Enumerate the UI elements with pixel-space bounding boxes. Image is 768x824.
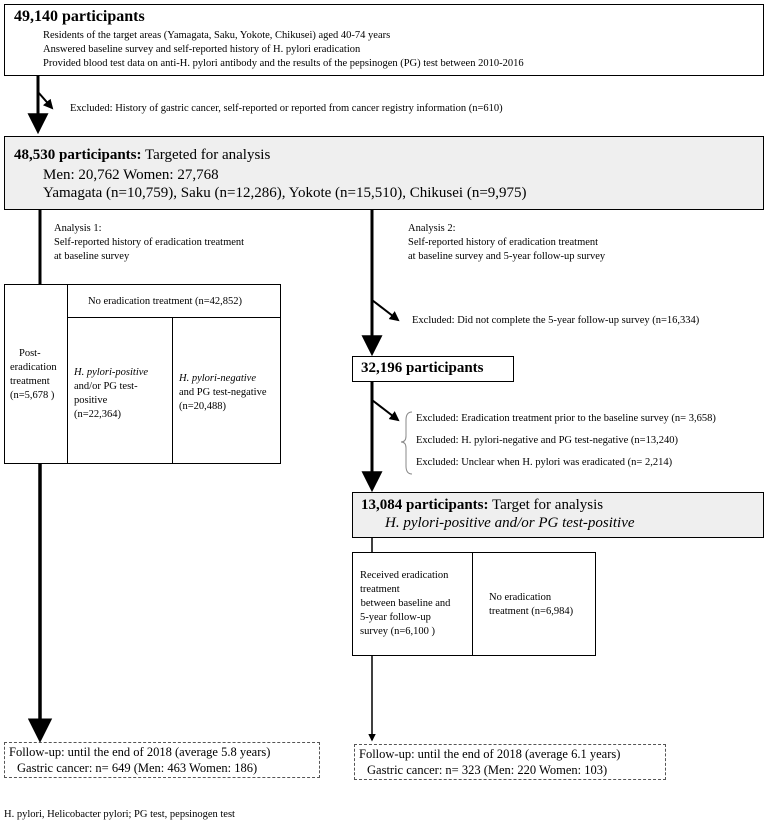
analysis1-heading: Analysis 1: [54, 223, 102, 234]
received-line-1: Received eradication [360, 570, 449, 581]
post-eradication-count: (n=5,678 ) [10, 390, 55, 401]
box-initial-participants: 49,140 participants Residents of the tar… [4, 4, 764, 76]
post-eradication-line-2: eradication [10, 362, 57, 373]
initial-criteria-2: Answered baseline survey and self-report… [43, 44, 361, 55]
targeted-analysis-title: 48,530 participants: Targeted for analys… [14, 147, 270, 164]
excluded-unclear-eradication: Excluded: Unclear when H. pylori was era… [416, 457, 673, 468]
brace-excluded-3 [400, 411, 413, 475]
arrow-excluded-3 [371, 399, 400, 422]
received-line-4: 5-year follow-up [360, 612, 431, 623]
box-hp-negative: H. pylori-negative and PG test-negative … [172, 317, 281, 464]
no-eradication-label: No eradication treatment (n=42,852) [88, 296, 243, 307]
no-eradication-2-count: treatment (n=6,984) [489, 606, 574, 617]
targeted-sex-breakdown: Men: 20,762 Women: 27,768 [43, 167, 219, 183]
excluded-prior-treatment: Excluded: Eradication treatment prior to… [416, 413, 716, 424]
analysis2-text-2: at baseline survey and 5-year follow-up … [408, 251, 606, 262]
received-count: survey (n=6,100 ) [360, 626, 436, 637]
box-no-eradication-2: No eradication treatment (n=6,984) [472, 552, 596, 656]
box-32196-participants: 32,196 participants [352, 356, 514, 382]
arrow-excluded-1 [37, 91, 54, 110]
box-post-eradication: Post- eradication treatment (n=5,678 ) [4, 284, 68, 464]
participants-13084-title: 13,084 participants: Target for analysis [361, 497, 603, 514]
analysis2-heading: Analysis 2: [408, 223, 456, 234]
initial-criteria-3: Provided blood test data on anti-H. pylo… [43, 58, 524, 69]
analysis2-text-1: Self-reported history of eradication tre… [408, 237, 599, 248]
excluded-no-followup: Excluded: Did not complete the 5-year fo… [412, 315, 700, 326]
received-line-2: treatment [360, 584, 400, 595]
analysis1-text-1: Self-reported history of eradication tre… [54, 237, 245, 248]
participants-13084-label: Target for analysis [491, 497, 604, 513]
post-eradication-line-1: Post- [19, 348, 41, 359]
followup-analysis2-cancer: Gastric cancer: n= 323 (Men: 220 Women: … [367, 763, 608, 777]
followup-analysis1-period: Follow-up: until the end of 2018 (averag… [9, 745, 271, 759]
participants-32196-label: 32,196 participants [361, 360, 484, 376]
hp-negative-label: H. pylori-negative [179, 373, 256, 384]
box-targeted-analysis: 48,530 participants: Targeted for analys… [4, 136, 764, 210]
targeted-label: Targeted for analysis [144, 147, 271, 163]
targeted-count: 48,530 participants: [14, 147, 142, 163]
box-received-eradication: Received eradication treatment between b… [352, 552, 473, 656]
participants-13084-count: 13,084 participants: [361, 497, 489, 513]
box-followup-analysis2: Follow-up: until the end of 2018 (averag… [354, 744, 666, 780]
box-hp-positive: H. pylori-positive and/or PG test- posit… [67, 317, 173, 464]
hp-negative-count: (n=20,488) [179, 401, 227, 412]
no-eradication-2-line-1: No eradication [489, 592, 552, 603]
hp-negative-line-2: and PG test-negative [179, 387, 267, 398]
hp-positive-line-2: and/or PG test- [74, 381, 138, 392]
targeted-area-breakdown: Yamagata (n=10,759), Saku (n=12,286), Yo… [43, 185, 527, 201]
hp-positive-count: (n=22,364) [74, 409, 122, 420]
hp-positive-line-3: positive [74, 395, 108, 406]
box-13084-participants: 13,084 participants: Target for analysis… [352, 492, 764, 538]
arrow-excluded-2 [371, 299, 400, 322]
initial-participants-title: 49,140 participants [14, 8, 145, 25]
analysis1-text-2: at baseline survey [54, 251, 130, 262]
box-followup-analysis1: Follow-up: until the end of 2018 (averag… [4, 742, 320, 778]
footnote: H. pylori, Helicobacter pylori; PG test,… [4, 809, 235, 820]
box-no-eradication: No eradication treatment (n=42,852) [67, 284, 281, 318]
hp-negative-line-1: H. pylori-negative [179, 372, 256, 385]
initial-criteria-1: Residents of the target areas (Yamagata,… [43, 30, 391, 41]
excluded-gastric-cancer: Excluded: History of gastric cancer, sel… [70, 103, 503, 114]
hp-positive-label: H. pylori-positive [74, 367, 149, 378]
followup-analysis1-cancer: Gastric cancer: n= 649 (Men: 463 Women: … [17, 761, 258, 775]
post-eradication-line-3: treatment [10, 376, 50, 387]
received-line-3: between baseline and [358, 598, 451, 609]
followup-analysis2-period: Follow-up: until the end of 2018 (averag… [359, 747, 621, 761]
participants-13084-criteria: H. pylori-positive and/or PG test-positi… [385, 515, 635, 531]
hp-positive-line-1: H. pylori-positive [74, 366, 148, 379]
excluded-hp-negative: Excluded: H. pylori-negative and PG test… [416, 435, 678, 446]
